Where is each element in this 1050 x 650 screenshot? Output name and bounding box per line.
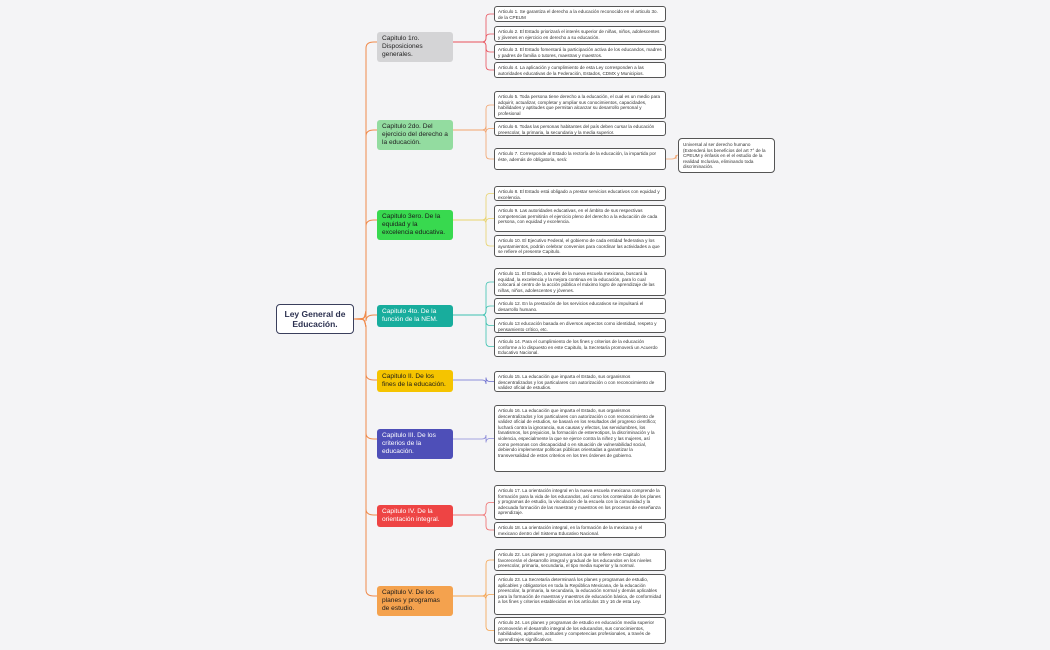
article-node[interactable]: Articulo 4. La aplicación y cumplimiento… <box>494 62 666 78</box>
chapter-to-article-line <box>453 314 494 347</box>
chapter-to-article-line <box>453 193 494 221</box>
chapter-to-article-line <box>453 281 494 316</box>
chapter-node-4[interactable]: Capitulo 4to. De la función de la NEM. <box>377 305 453 327</box>
article-node[interactable]: Articulo 17. La orientación integral en … <box>494 485 666 520</box>
chapter-node-3[interactable]: Capitulo 3ero. De la equidad y la excele… <box>377 210 453 240</box>
chapter-to-article-line <box>453 514 494 531</box>
chapter-node-1[interactable]: Capitulo 1ro. Disposiciones generales. <box>377 32 453 62</box>
article-node[interactable]: Articulo 22. Los planes y programas a lo… <box>494 549 666 571</box>
article-to-note-line <box>666 154 679 160</box>
article-node[interactable]: Articulo 8. El Estado está obligado a pr… <box>494 186 666 201</box>
chapter-to-article-line <box>453 219 494 247</box>
article-node[interactable]: Articulo 23. La Secretaría determinará l… <box>494 574 666 615</box>
article-node[interactable]: Articulo 15. La educación que imparta el… <box>494 371 666 392</box>
article-node[interactable]: Articulo 3. El Estado fomentará la parti… <box>494 44 666 60</box>
chapter-to-article-line <box>453 33 494 43</box>
chapter-node-7[interactable]: Capitulo IV. De la orientación integral. <box>377 505 453 527</box>
root-to-chapter-line <box>353 310 377 322</box>
article-node[interactable]: Articulo 10. El Ejecutivo Federal, el go… <box>494 235 666 257</box>
article-node[interactable]: Articulo 9. Las autoridades educativas, … <box>494 205 666 232</box>
chapter-to-article-line <box>453 502 494 516</box>
chapter-to-article-line <box>453 314 494 326</box>
note-articulo-7[interactable]: Universal al ser derecho humano (Extende… <box>678 138 775 173</box>
article-node[interactable]: Articulo 13 educación basada en diversos… <box>494 318 666 333</box>
article-node[interactable]: Articulo 14. Para el cumplimiento de los… <box>494 336 666 357</box>
chapter-node-2[interactable]: Capitulo 2do. Del ejercicio del derecho … <box>377 120 453 150</box>
chapter-to-article-line <box>453 13 494 43</box>
root-topic[interactable]: Ley General de Educación. <box>276 304 354 334</box>
chapter-to-article-line <box>453 595 494 631</box>
article-node[interactable]: Articulo 2. El Estado priorizará el inte… <box>494 26 666 42</box>
article-node[interactable]: Articulo 6. Todas las personas habitante… <box>494 121 666 136</box>
article-node[interactable]: Articulo 12. En la prestación de los ser… <box>494 298 666 314</box>
article-node[interactable]: Articulo 11. El Estado, a través de la n… <box>494 268 666 296</box>
article-node[interactable]: Articulo 7. Corresponde al Estado la rec… <box>494 148 666 170</box>
chapter-node-5[interactable]: Capitulo II. De los fines de la educació… <box>377 370 453 392</box>
article-node[interactable]: Articulo 18. La orientación integral, en… <box>494 522 666 538</box>
article-node[interactable]: Articulo 16. La educación que imparta el… <box>494 405 666 472</box>
chapter-to-article-line <box>453 591 494 599</box>
chapter-to-article-line <box>453 104 494 131</box>
chapter-to-article-line <box>453 305 494 316</box>
chapter-to-article-line <box>453 41 494 53</box>
article-node[interactable]: Articulo 1. Se garantiza el derecho a la… <box>494 6 666 22</box>
chapter-node-6[interactable]: Capitulo III. De los criterios de la edu… <box>377 429 453 459</box>
chapter-node-8[interactable]: Capitulo V. De los planes y programas de… <box>377 586 453 616</box>
chapter-to-article-line <box>453 129 494 160</box>
chapter-to-article-line <box>453 377 494 385</box>
chapter-to-article-line <box>453 559 494 597</box>
chapter-to-article-line <box>453 125 494 133</box>
root-to-chapter-line <box>353 318 377 597</box>
article-node[interactable]: Articulo 5. Toda persona tiene derecho a… <box>494 91 666 119</box>
chapter-to-article-line <box>453 434 494 443</box>
chapter-to-article-line <box>453 215 494 223</box>
chapter-to-article-line <box>453 41 494 71</box>
root-to-chapter-line <box>353 219 377 320</box>
article-node[interactable]: Articulo 24. Los planes y programas de e… <box>494 617 666 644</box>
